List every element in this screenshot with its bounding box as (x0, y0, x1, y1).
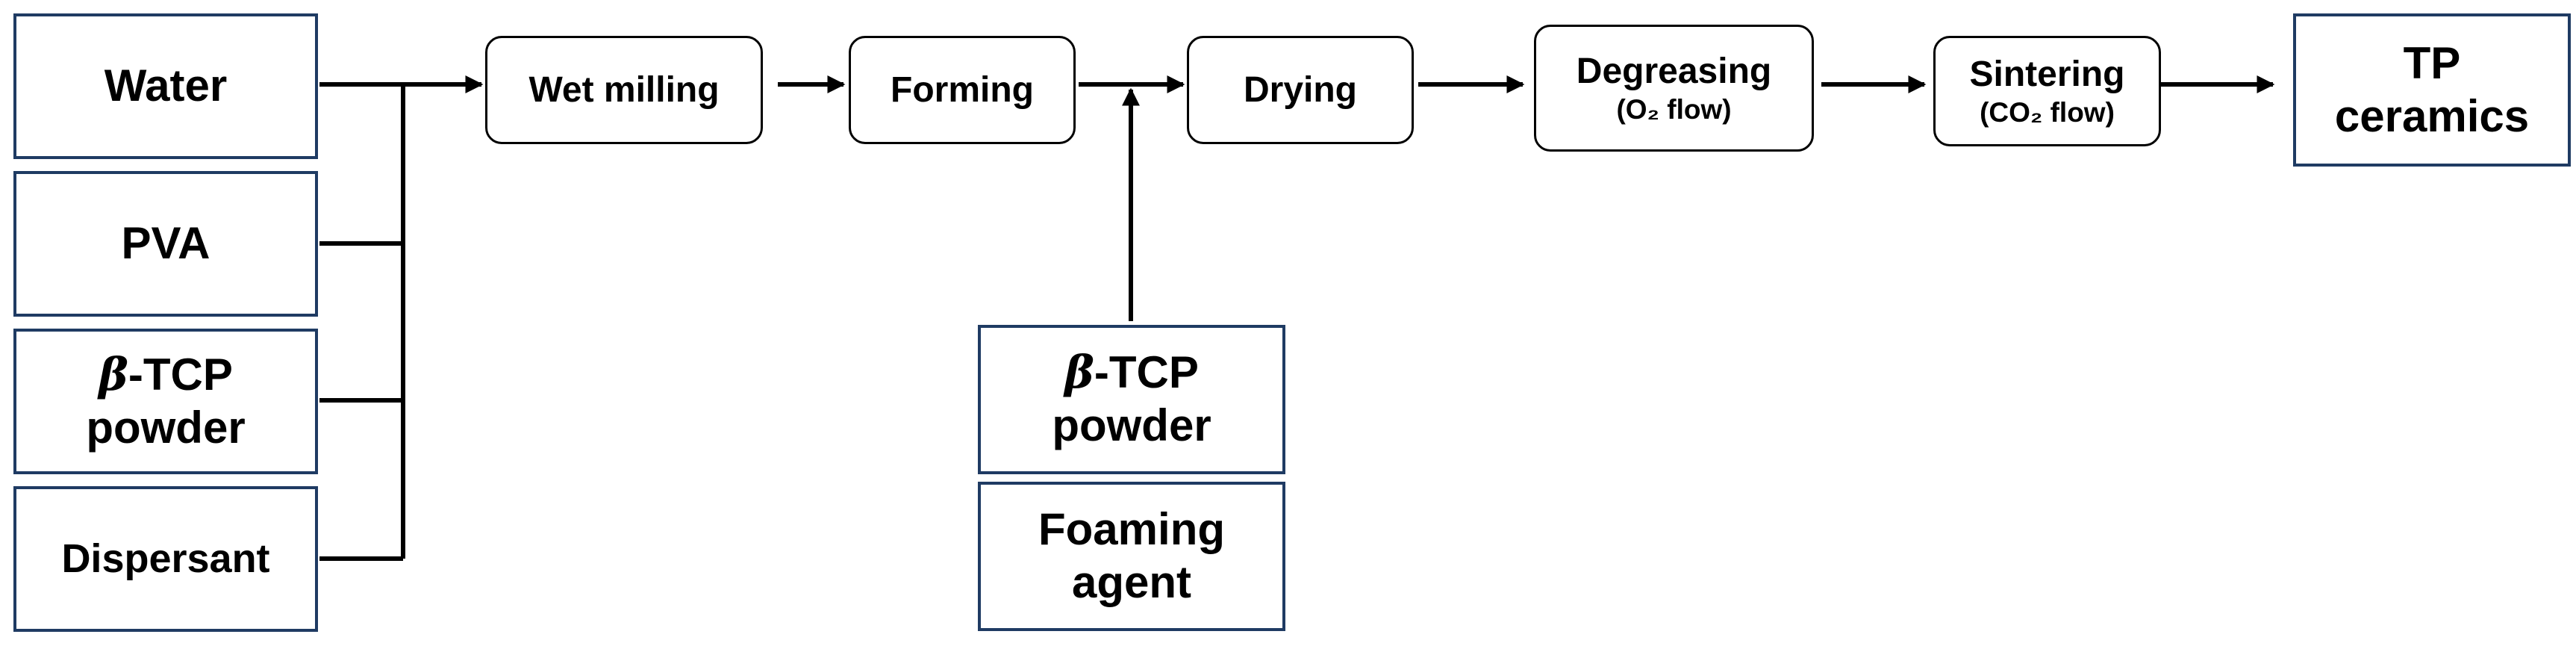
additive-beta-symbol: β (1064, 347, 1094, 400)
degreasing-note: (O₂ flow) (1616, 93, 1732, 125)
foaming-agent-box: Foaming agent (978, 482, 1285, 631)
foaming-line2: agent (1071, 557, 1192, 607)
tcp-label-line1: β-TCP (99, 349, 233, 402)
sintering-note: (CO₂ flow) (1980, 96, 2115, 128)
additive-tcp-text: -TCP (1094, 347, 1199, 398)
wet-milling-label: Wet milling (528, 69, 720, 110)
output-line2: ceramics (2334, 90, 2530, 141)
wet-milling-step: Wet milling (485, 36, 763, 144)
pva-label: PVA (121, 218, 210, 269)
drying-step: Drying (1187, 36, 1414, 144)
foaming-line1: Foaming (1038, 504, 1225, 555)
drying-label: Drying (1243, 69, 1357, 110)
degreasing-step: Degreasing (O₂ flow) (1534, 25, 1814, 152)
output-line1: TP (2403, 37, 2461, 88)
sintering-step: Sintering (CO₂ flow) (1933, 36, 2161, 146)
additive-tcp-line2: powder (1052, 400, 1211, 450)
water-input-box: Water (13, 13, 318, 159)
forming-step: Forming (849, 36, 1076, 144)
beta-symbol: β (99, 348, 128, 401)
dispersant-input-box: Dispersant (13, 486, 318, 632)
additive-tcp-powder-box: β-TCP powder (978, 325, 1285, 474)
additive-tcp-line1: β-TCP (1064, 347, 1199, 400)
dispersant-label: Dispersant (61, 536, 270, 582)
degreasing-label: Degreasing (1576, 52, 1772, 91)
pva-input-box: PVA (13, 171, 318, 317)
forming-label: Forming (891, 69, 1034, 110)
tcp-powder-input-box: β-TCP powder (13, 329, 318, 474)
tp-ceramics-output-box: TP ceramics (2293, 13, 2571, 167)
water-label: Water (104, 60, 228, 111)
sintering-label: Sintering (1969, 55, 2125, 94)
tcp-label-line2: powder (86, 402, 246, 453)
tcp-text: -TCP (128, 349, 233, 400)
